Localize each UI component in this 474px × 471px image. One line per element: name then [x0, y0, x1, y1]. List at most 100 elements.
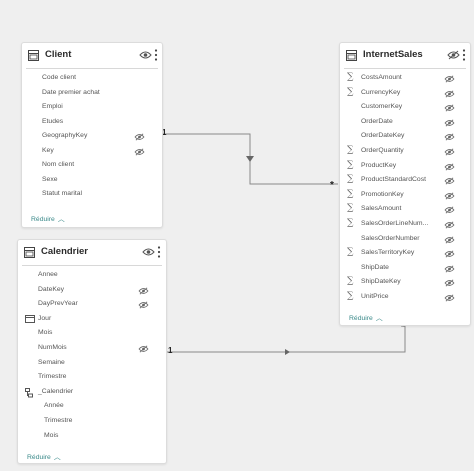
field-row[interactable]: CustomerKey: [340, 101, 470, 115]
more-options-icon[interactable]: [154, 48, 158, 62]
card-header[interactable]: InternetSales: [340, 43, 470, 69]
field-row[interactable]: Mois: [18, 327, 166, 341]
field-name: SalesOrderLineNum...: [361, 220, 429, 227]
field-row[interactable]: Key: [22, 145, 162, 159]
field-row[interactable]: GeographyKey: [22, 130, 162, 144]
hidden-eye-icon: [444, 236, 455, 244]
field-row[interactable]: Trimestre: [18, 415, 166, 429]
field-name: Trimestre: [38, 373, 67, 381]
table-title: InternetSales: [363, 49, 423, 60]
field-name: Emploi: [42, 103, 63, 110]
field-name: UnitPrice: [361, 293, 389, 300]
field-row[interactable]: OrderDateKey: [340, 130, 470, 144]
table-title: Client: [45, 49, 72, 60]
field-row[interactable]: ∑ProductStandardCost: [340, 174, 470, 188]
relationship-calendrier-internetsales[interactable]: [167, 325, 406, 353]
field-row[interactable]: Emploi: [22, 101, 162, 115]
field-row[interactable]: ∑CostsAmount: [340, 72, 470, 86]
field-name: Trimestre: [44, 417, 73, 424]
field-row[interactable]: ∑SalesTerritoryKey: [340, 247, 470, 261]
field-row[interactable]: SalesOrderNumber: [340, 233, 470, 247]
card-header[interactable]: Client: [22, 43, 162, 69]
collapse-label: Réduire: [27, 454, 51, 461]
field-row[interactable]: NumMois: [18, 342, 166, 356]
field-name: GeographyKey: [42, 132, 88, 139]
hidden-eye-icon: [444, 265, 455, 273]
collapse-button[interactable]: Réduire︿: [27, 451, 61, 461]
field-name: Sexe: [42, 175, 58, 183]
field-row[interactable]: Annee: [18, 269, 166, 283]
field-row[interactable]: DateKey: [18, 284, 166, 298]
header-divider: [26, 68, 158, 69]
field-row[interactable]: Mois: [18, 430, 166, 444]
sigma-icon: ∑: [347, 72, 354, 82]
hidden-eye-icon: [134, 147, 145, 156]
table-icon: [346, 50, 357, 61]
header-divider: [22, 265, 162, 266]
field-row[interactable]: ∑SalesAmount: [340, 203, 470, 217]
field-name: ProductKey: [361, 161, 397, 169]
hidden-eye-icon: [444, 163, 455, 171]
field-name: OrderDateKey: [361, 132, 405, 140]
field-name: ProductStandardCost: [361, 176, 426, 184]
field-row[interactable]: ShipDate: [340, 262, 470, 276]
hidden-eye-icon: [444, 104, 455, 112]
field-row[interactable]: Semaine: [18, 357, 166, 371]
field-row[interactable]: ∑ShipDateKey: [340, 276, 470, 290]
field-row[interactable]: ∑UnitPrice: [340, 291, 470, 305]
collapse-label: Réduire: [349, 315, 373, 322]
hierarchy-icon: [25, 387, 33, 400]
field-row[interactable]: Nom client: [22, 159, 162, 173]
field-row[interactable]: Jour: [18, 313, 166, 327]
field-name: Annee: [38, 271, 58, 278]
field-row[interactable]: Etudes: [22, 116, 162, 130]
field-row[interactable]: ∑SalesOrderLineNum...: [340, 218, 470, 232]
field-row[interactable]: ∑OrderQuantity: [340, 145, 470, 159]
field-name: DayPrevYear: [38, 300, 78, 308]
sigma-icon: ∑: [347, 159, 354, 170]
field-row[interactable]: Année: [18, 400, 166, 414]
field-name: CurrencyKey: [361, 88, 401, 96]
sigma-icon: ∑: [347, 203, 354, 214]
chevron-up-icon: ︿: [53, 454, 61, 461]
hidden-eye-icon: [138, 287, 149, 295]
header-divider: [344, 68, 466, 69]
field-name: CustomerKey: [361, 103, 403, 111]
hidden-eye-icon: [444, 206, 455, 214]
hidden-eye-icon: [138, 301, 149, 309]
field-row[interactable]: ∑ ProductKey: [340, 160, 470, 174]
field-row[interactable]: ∑CurrencyKey: [340, 87, 470, 101]
field-row[interactable]: Sexe: [22, 174, 162, 188]
collapse-button[interactable]: Réduire︿: [31, 213, 65, 223]
sigma-icon: ∑: [347, 145, 354, 155]
more-options-icon[interactable]: [157, 245, 161, 259]
filter-direction-arrow: [246, 156, 254, 162]
field-name: ShipDateKey: [361, 278, 401, 286]
collapse-button[interactable]: Réduire︿: [349, 312, 383, 322]
field-name: PromotionKey: [361, 190, 404, 198]
field-row[interactable]: Code client: [22, 72, 162, 86]
field-name: NumMois: [38, 344, 67, 351]
field-row[interactable]: ∑PromotionKey: [340, 189, 470, 203]
field-row[interactable]: Statut marital: [22, 188, 162, 202]
visibility-eye-icon[interactable]: [142, 247, 155, 257]
field-row[interactable]: Date premier achat: [22, 87, 162, 101]
hidden-eye-icon: [444, 192, 455, 200]
field-row[interactable]: OrderDate: [340, 116, 470, 130]
card-header[interactable]: Calendrier: [18, 240, 166, 266]
hidden-eye-icon: [444, 294, 455, 302]
chevron-up-icon: ︿: [375, 315, 383, 322]
field-row[interactable]: DayPrevYear: [18, 298, 166, 312]
field-row[interactable]: Trimestre: [18, 371, 166, 385]
visibility-eye-icon[interactable]: [139, 50, 152, 60]
field-row[interactable]: _Calendrier: [18, 386, 166, 400]
more-options-icon[interactable]: [462, 48, 466, 62]
field-name: Mois: [38, 329, 53, 337]
hidden-eye-icon: [138, 345, 149, 353]
hidden-eye-icon[interactable]: [447, 50, 460, 60]
